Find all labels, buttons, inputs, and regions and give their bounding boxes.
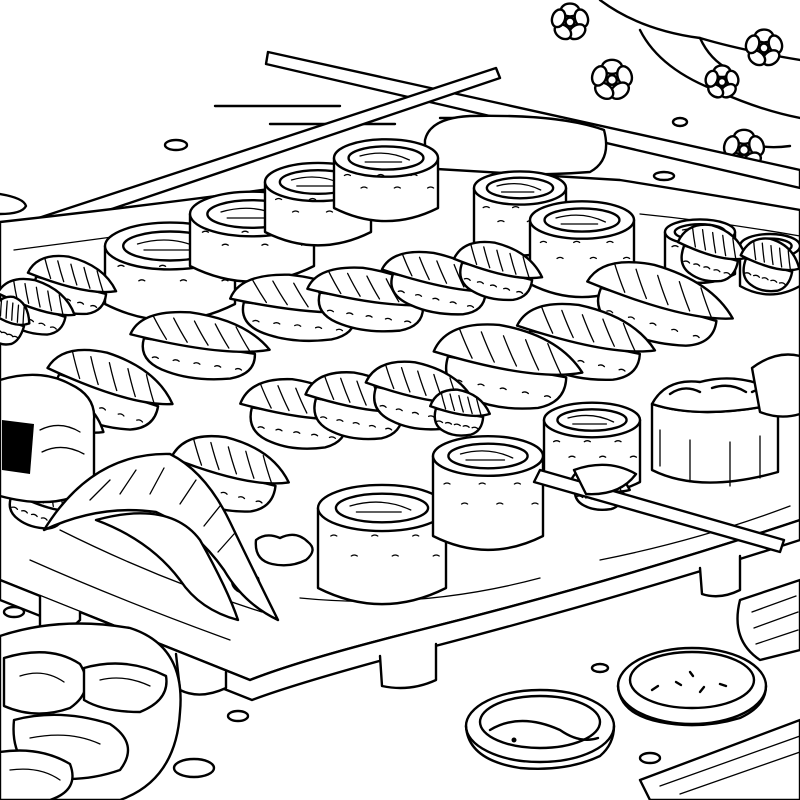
maki-roll bbox=[334, 139, 438, 221]
chopsticks-front bbox=[534, 465, 784, 552]
nigiri bbox=[670, 217, 752, 289]
back-dish bbox=[425, 116, 606, 175]
nigiri bbox=[126, 305, 274, 388]
gunkan-roll bbox=[652, 355, 800, 487]
nori-wrapped-nigiri bbox=[0, 375, 94, 502]
sauce-dish-left bbox=[466, 690, 614, 769]
cherry-blossom bbox=[590, 60, 635, 102]
sauce-dish-right bbox=[618, 648, 766, 725]
maki-roll bbox=[318, 485, 446, 604]
nigiri bbox=[733, 232, 800, 298]
cloth-bottom-right bbox=[640, 580, 800, 800]
cherry-blossom bbox=[704, 65, 741, 100]
maki-roll bbox=[544, 403, 640, 494]
shrimp-nigiri bbox=[44, 454, 278, 620]
cherry-blossom bbox=[550, 4, 591, 43]
nigiri bbox=[447, 234, 548, 309]
nigiri-pieces bbox=[0, 217, 800, 537]
nigiri bbox=[0, 291, 36, 350]
nigiri bbox=[426, 385, 493, 440]
maki-roll bbox=[433, 436, 543, 550]
cherry-blossom bbox=[744, 30, 785, 69]
bowl-bottom-left bbox=[0, 624, 181, 800]
